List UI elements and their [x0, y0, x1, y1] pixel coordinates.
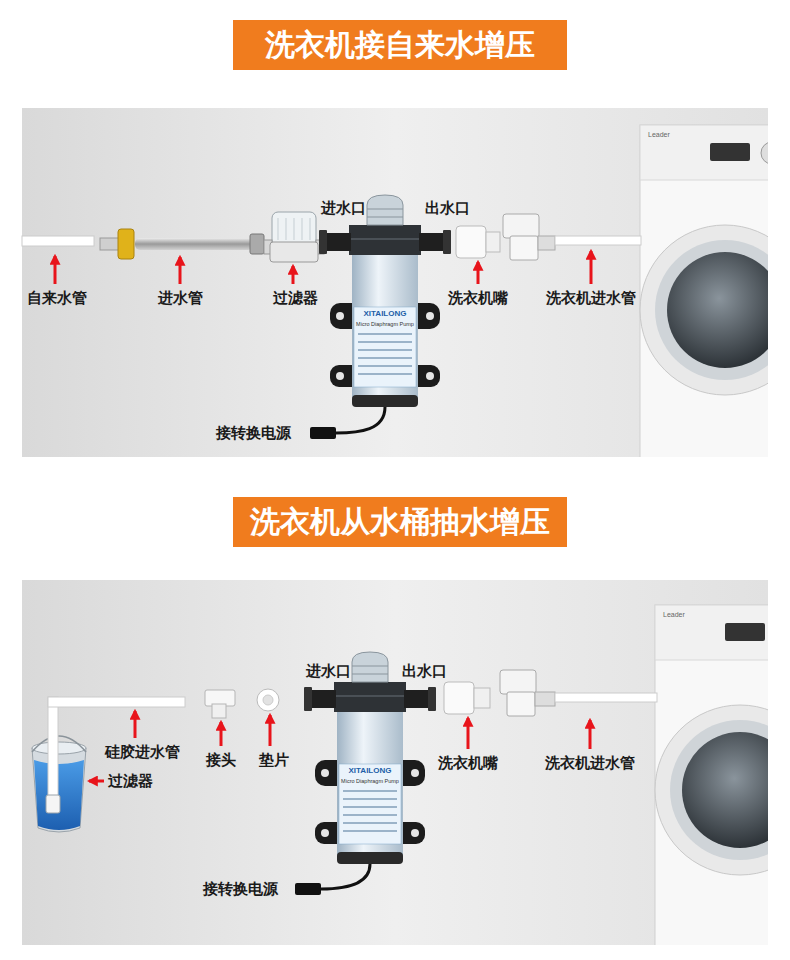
gasket — [257, 689, 279, 711]
silicone-hose — [46, 697, 185, 813]
part-label: 过滤器 — [108, 772, 153, 790]
port-label: 进水口 — [306, 662, 351, 680]
washer-hose — [500, 670, 657, 716]
brand-text: Leader — [663, 611, 685, 619]
title-banner: 洗衣机接自来水增压 — [233, 20, 567, 70]
washer-hose — [503, 214, 641, 260]
washing-machine — [655, 605, 768, 945]
banner-title: 洗衣机接自来水增压 — [265, 27, 535, 63]
part-label: 垫片 — [259, 751, 289, 769]
leader-arrows — [55, 251, 591, 284]
port-label: 出水口 — [425, 199, 470, 217]
part-label: 接头 — [206, 751, 236, 769]
washer-nozzle — [444, 682, 490, 714]
port-label: 进水口 — [321, 199, 366, 217]
part-label: 接转换电源 — [203, 880, 278, 898]
part-label: 进水管 — [158, 289, 203, 307]
part-label: 洗衣机进水管 — [545, 754, 635, 772]
diaphragm-pump — [319, 195, 451, 407]
model-text: Micro Diaphragm Pump — [356, 321, 414, 328]
washing-machine — [640, 125, 768, 457]
washer-nozzle — [456, 226, 500, 258]
part-label: 洗衣机嘴 — [438, 754, 498, 772]
part-label: 过滤器 — [273, 289, 318, 307]
model-text: Micro Diaphragm Pump — [341, 778, 399, 785]
brand-text: XITAILONG — [349, 766, 392, 776]
brand-text: Leader — [648, 131, 670, 139]
tap-pipe — [22, 236, 94, 246]
part-label: 洗衣机进水管 — [546, 289, 636, 307]
diaphragm-pump — [304, 652, 436, 864]
part-label: 洗衣机嘴 — [448, 289, 508, 307]
title-banner: 洗衣机从水桶抽水增压 — [233, 497, 567, 547]
part-label: 硅胶进水管 — [105, 743, 180, 761]
leader-arrows — [89, 711, 590, 781]
part-label: 自来水管 — [27, 289, 87, 307]
brand-text: XITAILONG — [364, 309, 407, 319]
banner-title: 洗衣机从水桶抽水增压 — [250, 504, 550, 540]
inlet-hose — [100, 229, 264, 259]
filter — [264, 212, 324, 262]
power-cable — [295, 864, 370, 895]
power-cable — [310, 407, 385, 439]
bucket — [32, 736, 86, 832]
part-label: 接转换电源 — [216, 424, 291, 442]
port-label: 出水口 — [402, 662, 447, 680]
connector — [205, 690, 235, 718]
